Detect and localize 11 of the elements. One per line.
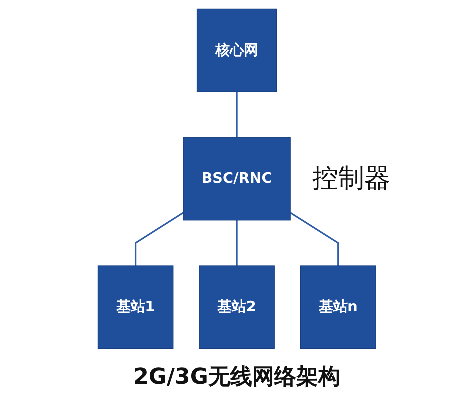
process-box: 基站n	[300, 266, 376, 350]
connector-line	[236, 220, 238, 266]
process-box: 核心网	[196, 8, 277, 92]
process-box: 基站2	[198, 266, 275, 350]
process-box: BSC/RNC	[183, 137, 291, 221]
connector-line	[290, 212, 340, 266]
connector-line	[236, 92, 238, 138]
process-box: 基站1	[98, 266, 174, 350]
connector-line	[134, 212, 184, 266]
caption: 2G/3G无线网络架构	[134, 365, 340, 390]
node-caption: 控制器	[312, 163, 390, 196]
